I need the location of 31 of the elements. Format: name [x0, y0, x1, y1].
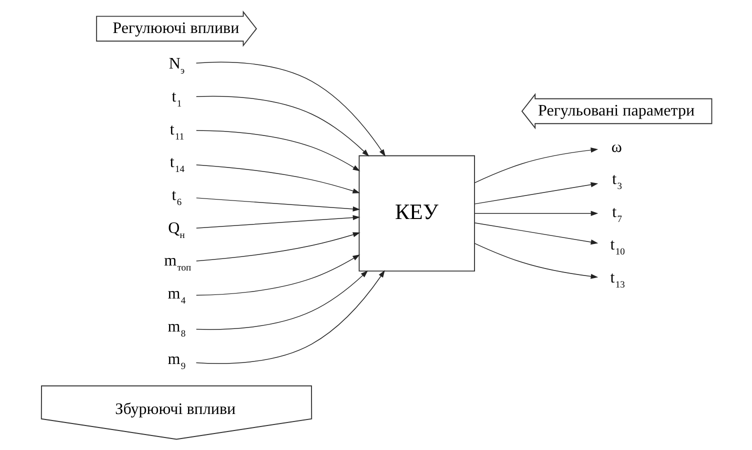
arrow — [196, 164, 360, 193]
arrow — [195, 130, 360, 171]
arrow — [474, 182, 598, 204]
node-text: t$_{13}$ — [610, 268, 624, 290]
node-text: t$_{6}$ — [171, 186, 182, 208]
node-text: N$_{э}$ — [168, 55, 184, 76]
node-text: t$_{10}$ — [610, 236, 624, 258]
node-text: Q$_{н}$ — [168, 219, 184, 240]
arrow — [474, 147, 598, 183]
arrow — [195, 95, 369, 156]
arrow — [474, 210, 598, 216]
node-text: ω — [610, 138, 622, 156]
arrow — [195, 232, 360, 261]
arrow — [474, 242, 598, 278]
arrow — [195, 254, 360, 296]
node-text: t$_{3}$ — [612, 170, 622, 192]
arrow — [196, 197, 360, 211]
node-box: КЕУ — [358, 154, 474, 272]
node-text: m$_{4}$ — [167, 284, 186, 306]
node-text: m$_{8}$ — [167, 318, 186, 339]
arrow — [195, 61, 386, 156]
arrow — [196, 214, 360, 228]
arrow — [195, 270, 368, 330]
node-text: t$_{14}$ — [169, 154, 184, 175]
arrow — [195, 270, 384, 364]
node-text: m$_{9}$ — [167, 350, 186, 372]
arrow — [474, 222, 598, 244]
node-text: t$_{7}$ — [612, 203, 622, 224]
node-text: m$_{топ}$ — [164, 252, 191, 274]
node-text: t$_{1}$ — [171, 88, 182, 109]
node-text: t$_{11}$ — [169, 120, 184, 142]
